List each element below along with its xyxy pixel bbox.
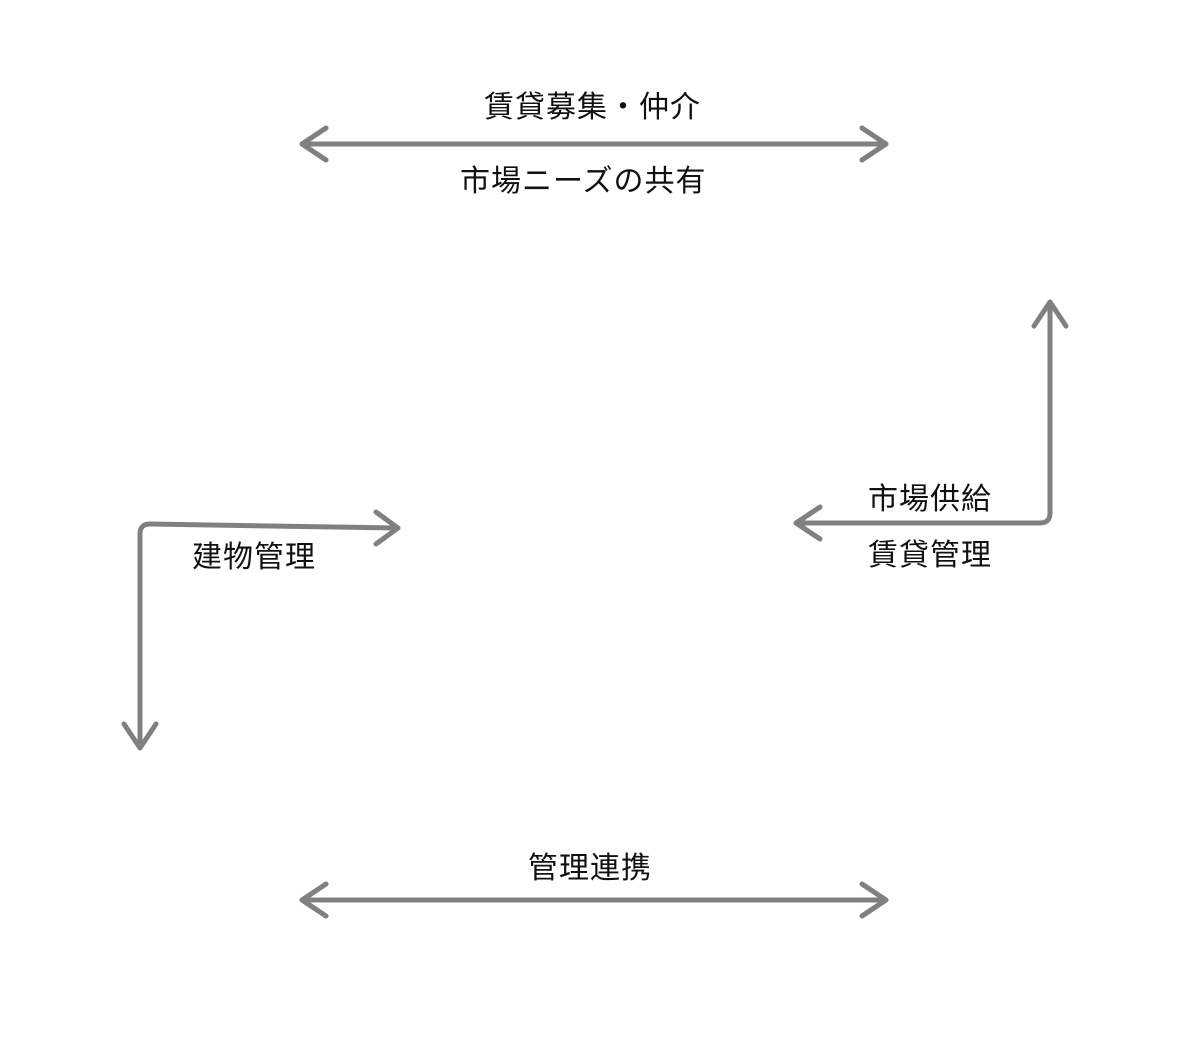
left-label-building-management: 建物管理 bbox=[192, 540, 316, 575]
left-arrow-shaft bbox=[137, 521, 399, 747]
bottom-double-arrow bbox=[299, 881, 889, 919]
top-label-market-needs: 市場ニーズの共有 bbox=[460, 164, 707, 199]
top-double-arrow bbox=[299, 125, 889, 163]
right-elbow-arrow bbox=[793, 299, 1069, 542]
bottom-label-management-cooperation: 管理連携 bbox=[528, 851, 652, 886]
right-arrow-shaft bbox=[795, 301, 1053, 526]
top-arrow-left-head bbox=[299, 125, 329, 163]
bottom-arrow-right-head bbox=[859, 881, 889, 919]
left-arrow-down-head bbox=[121, 721, 159, 751]
left-elbow-arrow bbox=[121, 509, 401, 751]
right-arrow-left-head bbox=[793, 504, 823, 542]
bottom-arrow-left-head bbox=[299, 881, 329, 919]
right-label-rental-management: 賃貸管理 bbox=[868, 538, 992, 573]
top-label-rental-recruitment: 賃貸募集・仲介 bbox=[484, 90, 701, 125]
top-arrow-right-head bbox=[859, 125, 889, 163]
right-label-market-supply: 市場供給 bbox=[868, 482, 992, 517]
right-arrow-up-head bbox=[1031, 299, 1069, 329]
left-arrow-right-head bbox=[373, 509, 401, 547]
